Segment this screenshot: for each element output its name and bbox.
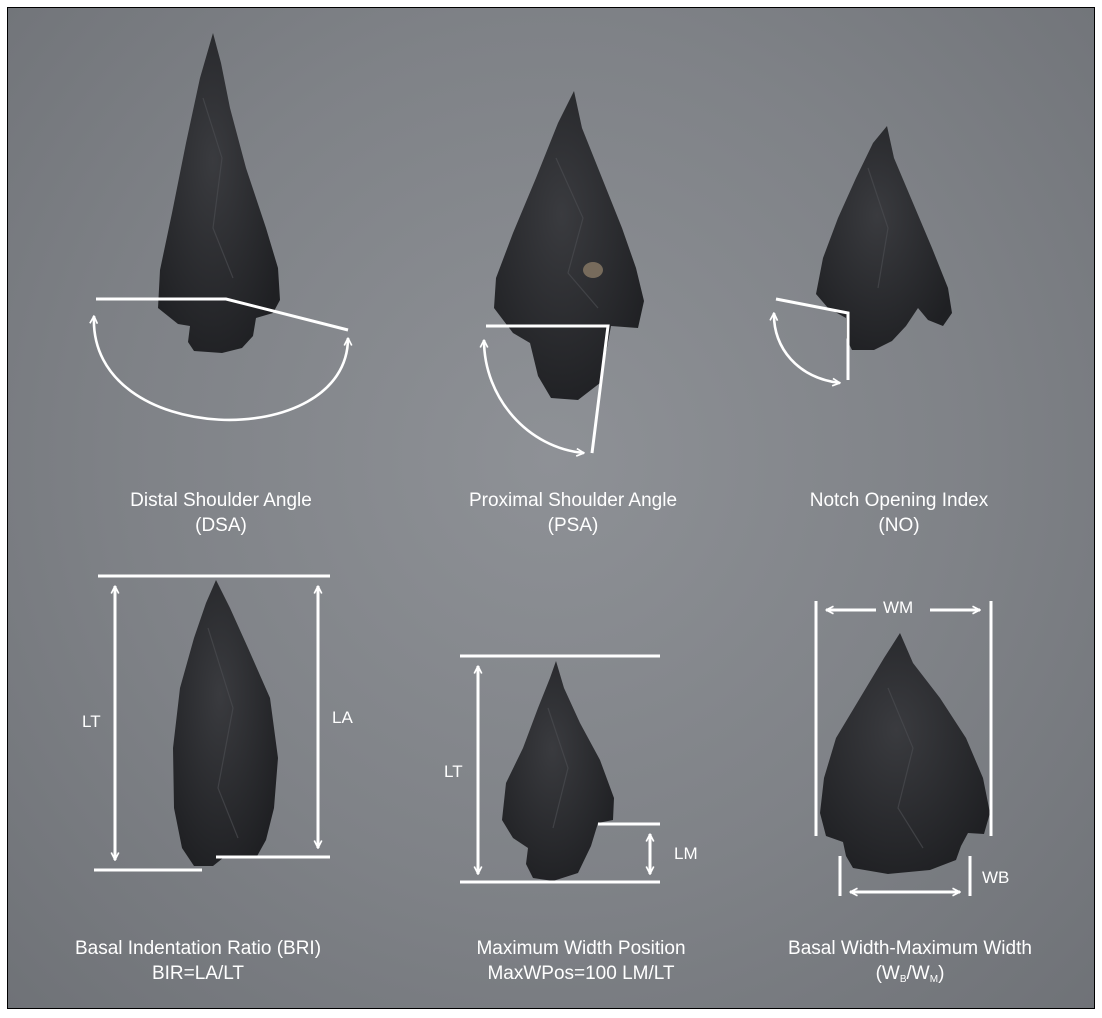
caption-dsa: Distal Shoulder Angle (DSA) [51,488,391,538]
caption-bw-slash: /W [907,963,930,984]
label-la: LA [332,708,353,728]
point-dsa [158,33,280,353]
caption-no-title: Notch Opening Index [729,488,1069,513]
label-wb: WB [982,868,1009,888]
label-lm: LM [674,844,698,864]
caption-dsa-abbr: (DSA) [51,513,391,538]
caption-bri-formula: BIR=LA/LT [28,961,368,986]
caption-bw-open: (W [876,963,900,984]
caption-no-abbr: (NO) [729,513,1069,538]
caption-mwp-title: Maximum Width Position [411,936,751,961]
caption-psa-abbr: (PSA) [403,513,743,538]
caption-no: Notch Opening Index (NO) [729,488,1069,538]
point-mwp [502,661,614,881]
caption-bw-formula: (WB/WM) [740,961,1080,992]
label-wm: WM [883,598,913,618]
label-lt-mid: LT [444,762,463,782]
caption-bw-sub-b: B [900,974,907,985]
caption-mwp-formula: MaxWPos=100 LM/LT [411,961,751,986]
caption-bw-close: ) [938,963,944,984]
caption-bri: Basal Indentation Ratio (BRI) BIR=LA/LT [28,936,368,986]
caption-dsa-title: Distal Shoulder Angle [51,488,391,513]
caption-bri-title: Basal Indentation Ratio (BRI) [28,936,368,961]
label-lt-left: LT [82,712,101,732]
caption-psa-title: Proximal Shoulder Angle [403,488,743,513]
caption-bw-title: Basal Width-Maximum Width [740,936,1080,961]
caption-psa: Proximal Shoulder Angle (PSA) [403,488,743,538]
caption-bw-sub-m: M [930,974,938,985]
point-psa-spot [583,262,603,278]
point-bri [173,580,278,866]
no-annotation [774,299,848,383]
caption-bw: Basal Width-Maximum Width (WB/WM) [740,936,1080,992]
figure-frame: LT LA LT LM WM WB Distal Shoulder Angle … [7,7,1095,1009]
point-bw [820,633,990,874]
point-psa [494,91,644,400]
caption-mwp: Maximum Width Position MaxWPos=100 LM/LT [411,936,751,986]
point-no [816,126,952,350]
